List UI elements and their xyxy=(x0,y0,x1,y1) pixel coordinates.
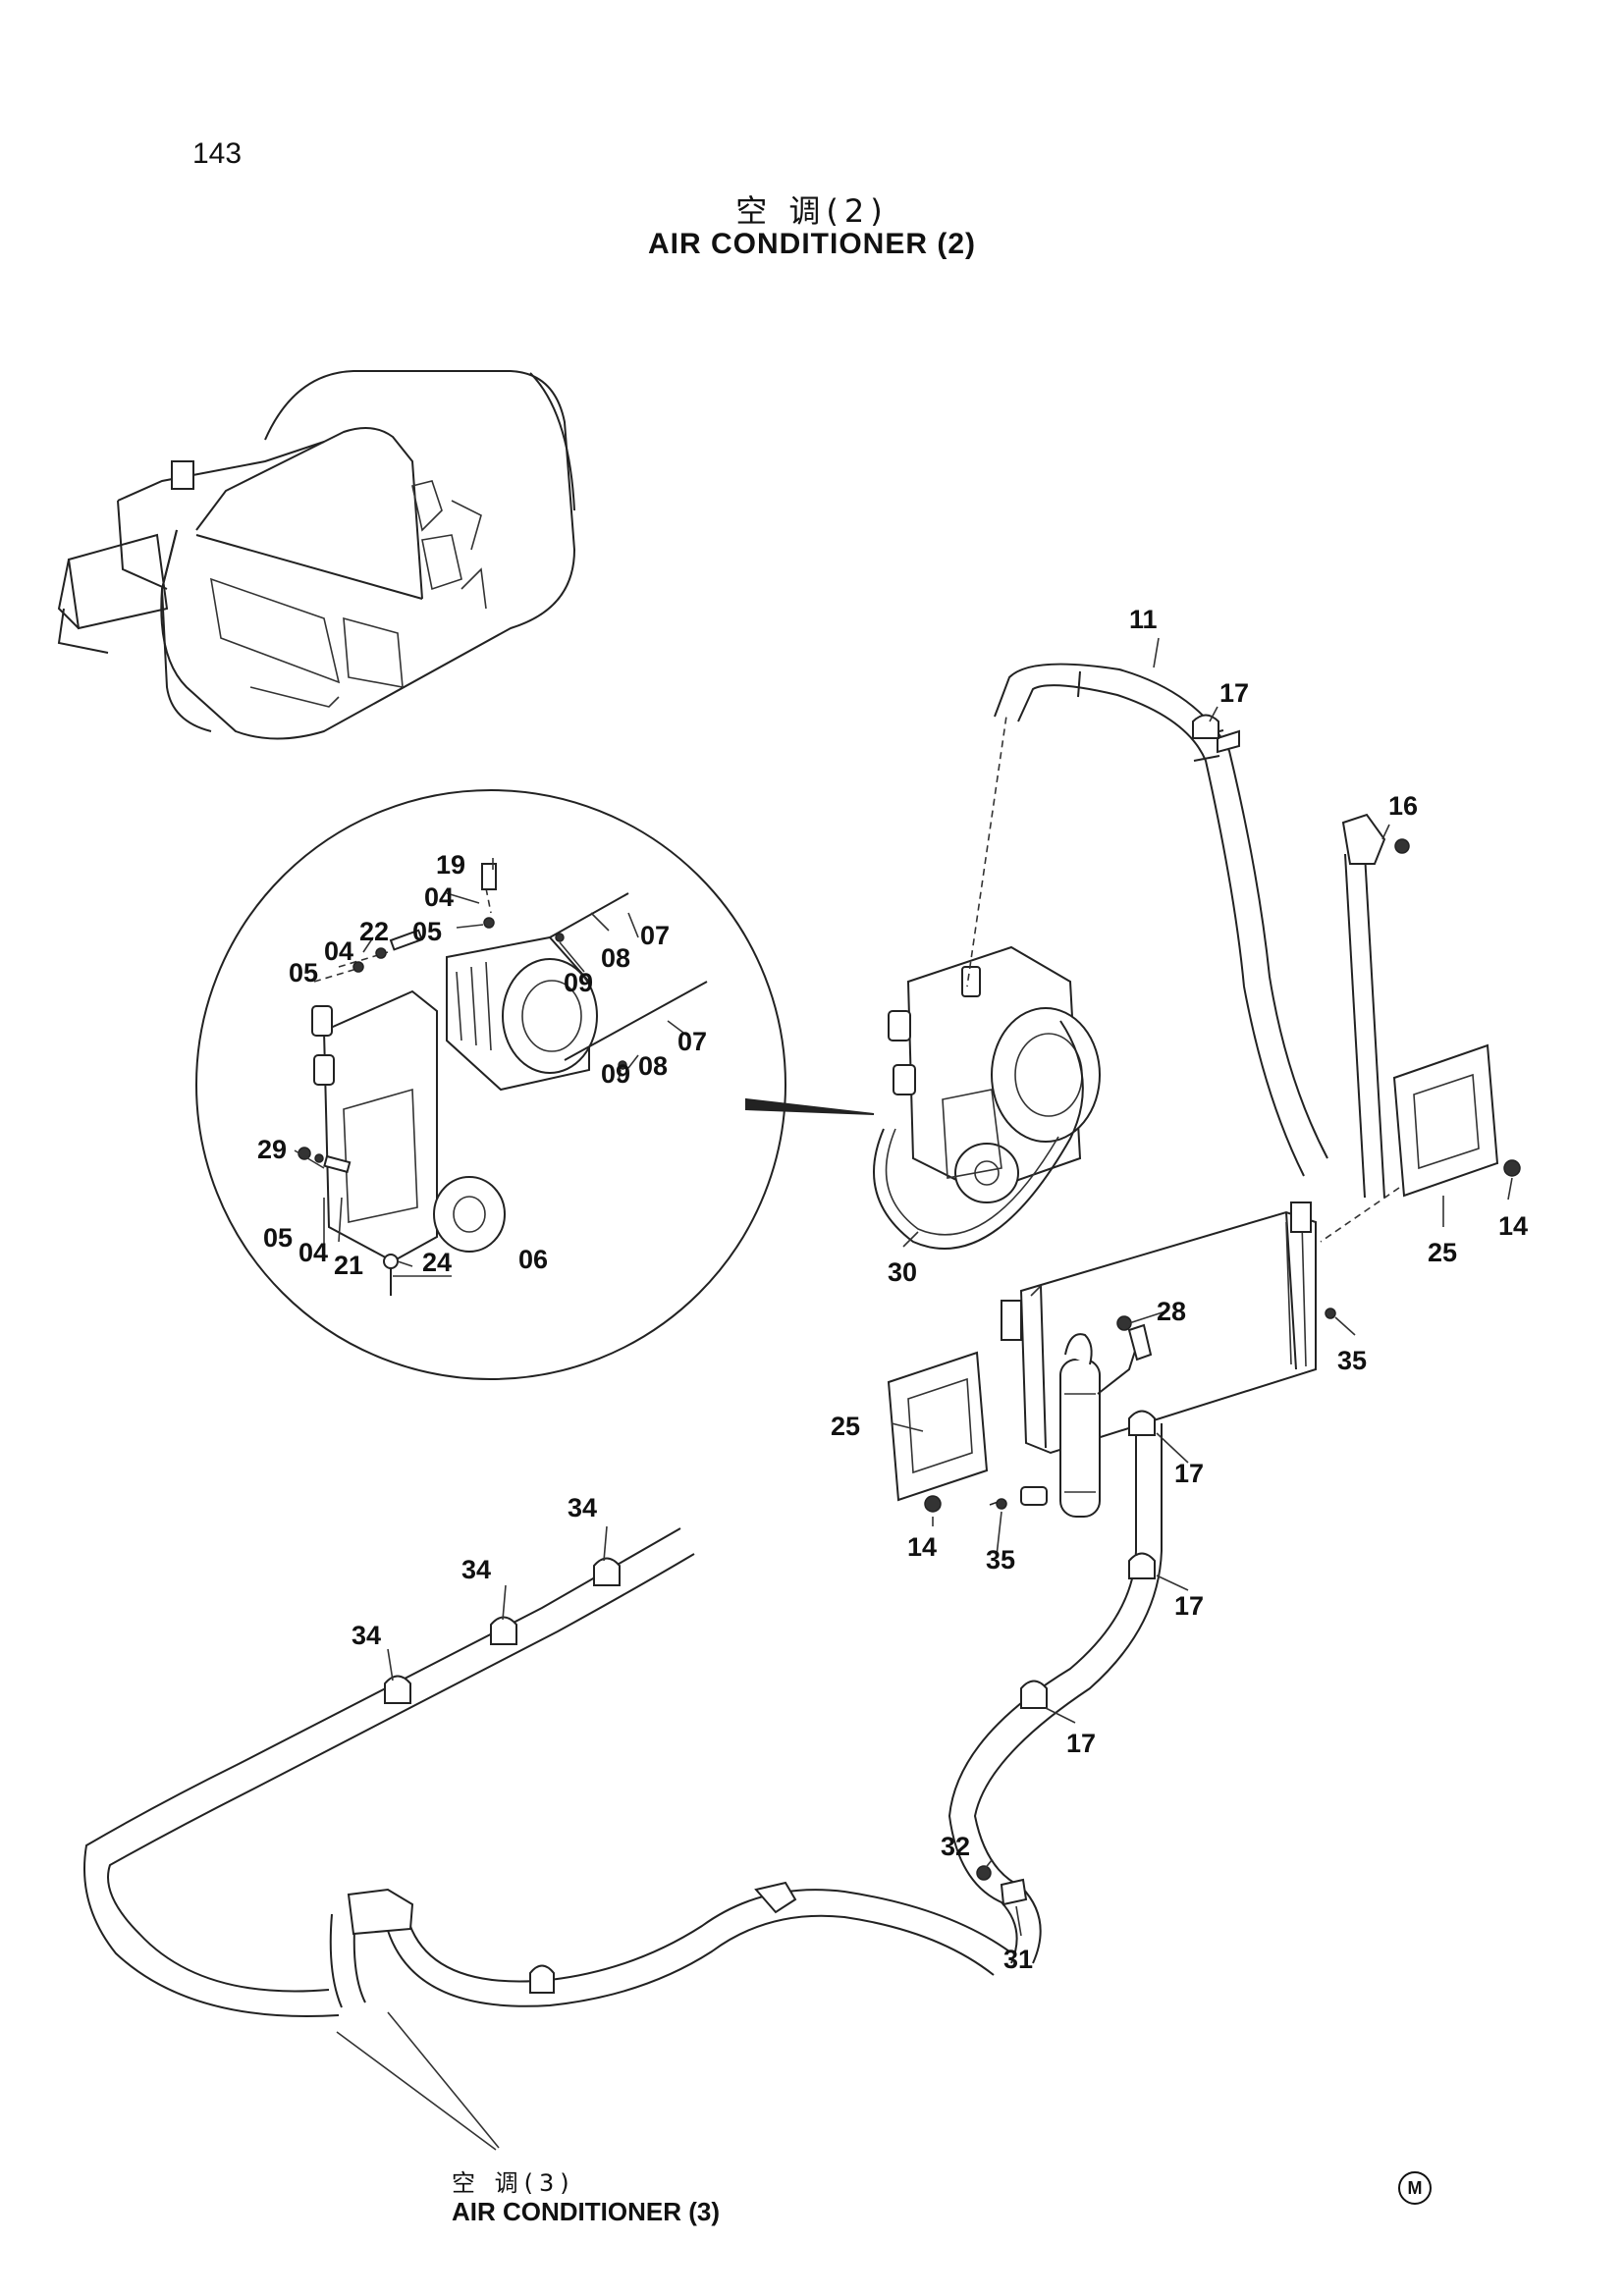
callout-21: 21 xyxy=(334,1251,363,1280)
callout-05-left: 05 xyxy=(289,958,318,988)
callout-17-mid: 17 xyxy=(1174,1459,1204,1488)
compressor-assembly-drawing xyxy=(873,945,1101,1250)
title-english: AIR CONDITIONER (2) xyxy=(648,228,976,260)
callout-25-right: 25 xyxy=(1428,1238,1457,1267)
callout-09-upper: 09 xyxy=(564,968,593,997)
callout-14-left: 14 xyxy=(907,1532,937,1562)
callout-31: 31 xyxy=(1003,1945,1033,1974)
footer-english: AIR CONDITIONER (3) xyxy=(452,2197,720,2226)
leader-lines xyxy=(294,637,1513,2151)
callout-35-right: 35 xyxy=(1337,1346,1367,1375)
bracket-25-right xyxy=(1320,1043,1521,1243)
callout-17-lower: 17 xyxy=(1174,1591,1204,1621)
excavator-overview-drawing xyxy=(57,370,576,740)
callout-08-upper: 08 xyxy=(601,943,630,973)
callout-16: 16 xyxy=(1388,791,1418,821)
hose-connection-dashline xyxy=(966,681,1012,988)
callout-14-right: 14 xyxy=(1498,1211,1528,1241)
callout-34-right: 34 xyxy=(568,1493,597,1522)
callout-04-lower: 04 xyxy=(298,1238,328,1267)
callout-28: 28 xyxy=(1157,1297,1186,1326)
callout-22: 22 xyxy=(359,917,389,946)
bracket-25-left xyxy=(887,1308,1336,1513)
callout-29: 29 xyxy=(257,1135,287,1164)
page-number: 143 xyxy=(192,137,243,170)
manufacturer-mark: M xyxy=(1398,2171,1432,2205)
callout-04-upper: 04 xyxy=(424,882,454,912)
callout-34-mid: 34 xyxy=(461,1555,491,1584)
callout-17-bottom: 17 xyxy=(1066,1729,1096,1758)
footer-chinese: 空 调(3) xyxy=(452,2169,575,2197)
callout-35-left: 35 xyxy=(986,1545,1015,1575)
callout-11: 11 xyxy=(1129,605,1158,634)
callout-17-upper: 17 xyxy=(1219,678,1249,708)
condenser-drawing xyxy=(1001,1201,1317,1518)
callout-08-lower: 08 xyxy=(638,1051,668,1081)
title-chinese: 空 调(2) xyxy=(735,192,889,230)
lower-hose-drawing xyxy=(83,714,1219,2017)
callout-25-left: 25 xyxy=(831,1412,860,1441)
callout-06: 06 xyxy=(518,1245,548,1274)
callout-24: 24 xyxy=(422,1248,452,1277)
hose-16-drawing xyxy=(1341,813,1410,1199)
callout-19: 19 xyxy=(436,850,465,880)
callout-30: 30 xyxy=(888,1257,917,1287)
callout-09-lower: 09 xyxy=(601,1059,630,1089)
detail-pointer xyxy=(745,1097,875,1115)
callout-07-lower: 07 xyxy=(677,1027,707,1056)
callout-05-upper: 05 xyxy=(412,917,442,946)
detail-magnifier-circle xyxy=(195,789,786,1380)
callout-05-lower: 05 xyxy=(263,1223,293,1253)
hose-11-drawing xyxy=(994,663,1328,1177)
callout-32: 32 xyxy=(941,1832,970,1861)
callout-34-left: 34 xyxy=(352,1621,381,1650)
callout-07-upper: 07 xyxy=(640,921,670,950)
detail-compressor-drawing xyxy=(298,863,708,1296)
callout-04-left: 04 xyxy=(324,936,353,966)
